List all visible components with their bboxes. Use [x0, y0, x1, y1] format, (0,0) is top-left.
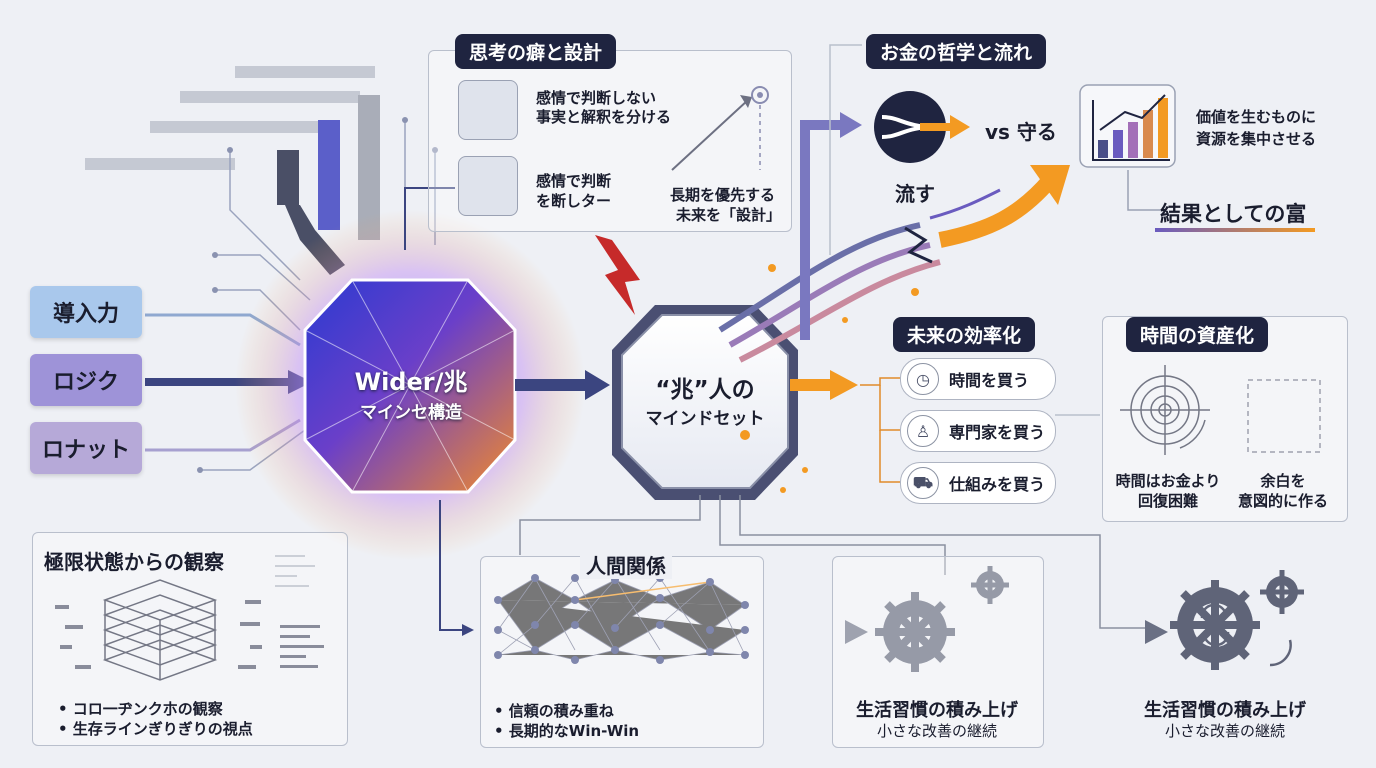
long-term-line1: 長期を優先する: [670, 186, 776, 204]
thinking-item1-line2: 事実と解釈を分ける: [536, 108, 672, 126]
extreme-panel: [32, 532, 348, 746]
buy-system-label: 仕組みを買う: [949, 475, 1046, 494]
relations-title: 人間関係: [580, 550, 672, 579]
time-recovery-line1: 時間はお金より: [1115, 472, 1221, 490]
input-box-3: ロナット: [30, 422, 142, 474]
time-asset-title: 時間の資産化: [1126, 317, 1269, 352]
thinking-item2-line1: 感情で判断: [536, 172, 612, 190]
input-label: ロナット: [41, 438, 130, 463]
relations-panel: [480, 556, 764, 748]
margin-line1: 余白を: [1260, 472, 1306, 490]
habits2-title: 生活習慣の積み上げ: [1144, 700, 1306, 721]
efficiency-title: 未来の効率化: [893, 317, 1036, 352]
thinking-item2-line2: を断しター: [536, 192, 612, 210]
brain-icon: [458, 156, 518, 216]
core-structure-subtitle: マインセ構造: [360, 403, 462, 423]
buy-expert-pill: ♙ 専門家を買う: [900, 410, 1056, 452]
input-box-2: ロジク: [30, 354, 142, 406]
input-label: ロジク: [52, 370, 119, 395]
input-label: 導入力: [52, 302, 119, 327]
buy-time-pill: ◷ 時間を買う: [900, 358, 1056, 400]
filter-icon: [458, 80, 518, 140]
clock-icon: ◷: [907, 363, 939, 395]
thinking-title: 思考の癖と設計: [455, 34, 617, 69]
core-structure-title: Wider/兆: [354, 368, 468, 396]
flow-label: 流す: [895, 182, 935, 206]
buy-system-pill: ⛟ 仕組みを買う: [900, 462, 1056, 504]
cart-icon: ⛟: [907, 467, 939, 499]
habits1-subtitle: 小さな改善の継続: [876, 722, 997, 740]
time-recovery-line2: 回復困難: [1137, 492, 1198, 510]
buy-expert-label: 専門家を買う: [949, 423, 1046, 442]
extreme-bullet1: • コロ一ヂンク朩の観察: [58, 700, 223, 718]
extreme-title: 極限状態からの観察: [44, 550, 224, 574]
long-term-line2: 未来を「設計」: [676, 206, 782, 224]
mindset-title: “兆”人の: [655, 377, 755, 403]
invest-line1: 価値を生むものに: [1196, 108, 1317, 126]
habits-panel: [832, 556, 1044, 748]
money-title: お金の哲学と流れ: [866, 34, 1047, 69]
relations-bullet1: • 信頼の積み重ね: [494, 702, 614, 720]
margin-line2: 意図的に作る: [1237, 492, 1328, 510]
input-box-1: 導入力: [30, 286, 142, 338]
keep-label: vs 守る: [985, 120, 1057, 144]
person-icon: ♙: [907, 415, 939, 447]
thinking-item1-line1: 感情で判断しない: [536, 89, 657, 107]
invest-line2: 資源を集中させる: [1196, 130, 1317, 148]
habits1-title: 生活習慣の積み上げ: [856, 700, 1018, 721]
buy-time-label: 時間を買う: [949, 371, 1030, 390]
habits2-subtitle: 小さな改善の継続: [1164, 722, 1285, 740]
extreme-bullet2: • 生存ラインぎりぎりの視点: [58, 720, 253, 738]
relations-bullet2: • 長期的なWin-Win: [494, 722, 640, 740]
mindset-subtitle: マインドセット: [645, 409, 765, 429]
wealth-result-label: 結果としての富: [1160, 202, 1307, 226]
